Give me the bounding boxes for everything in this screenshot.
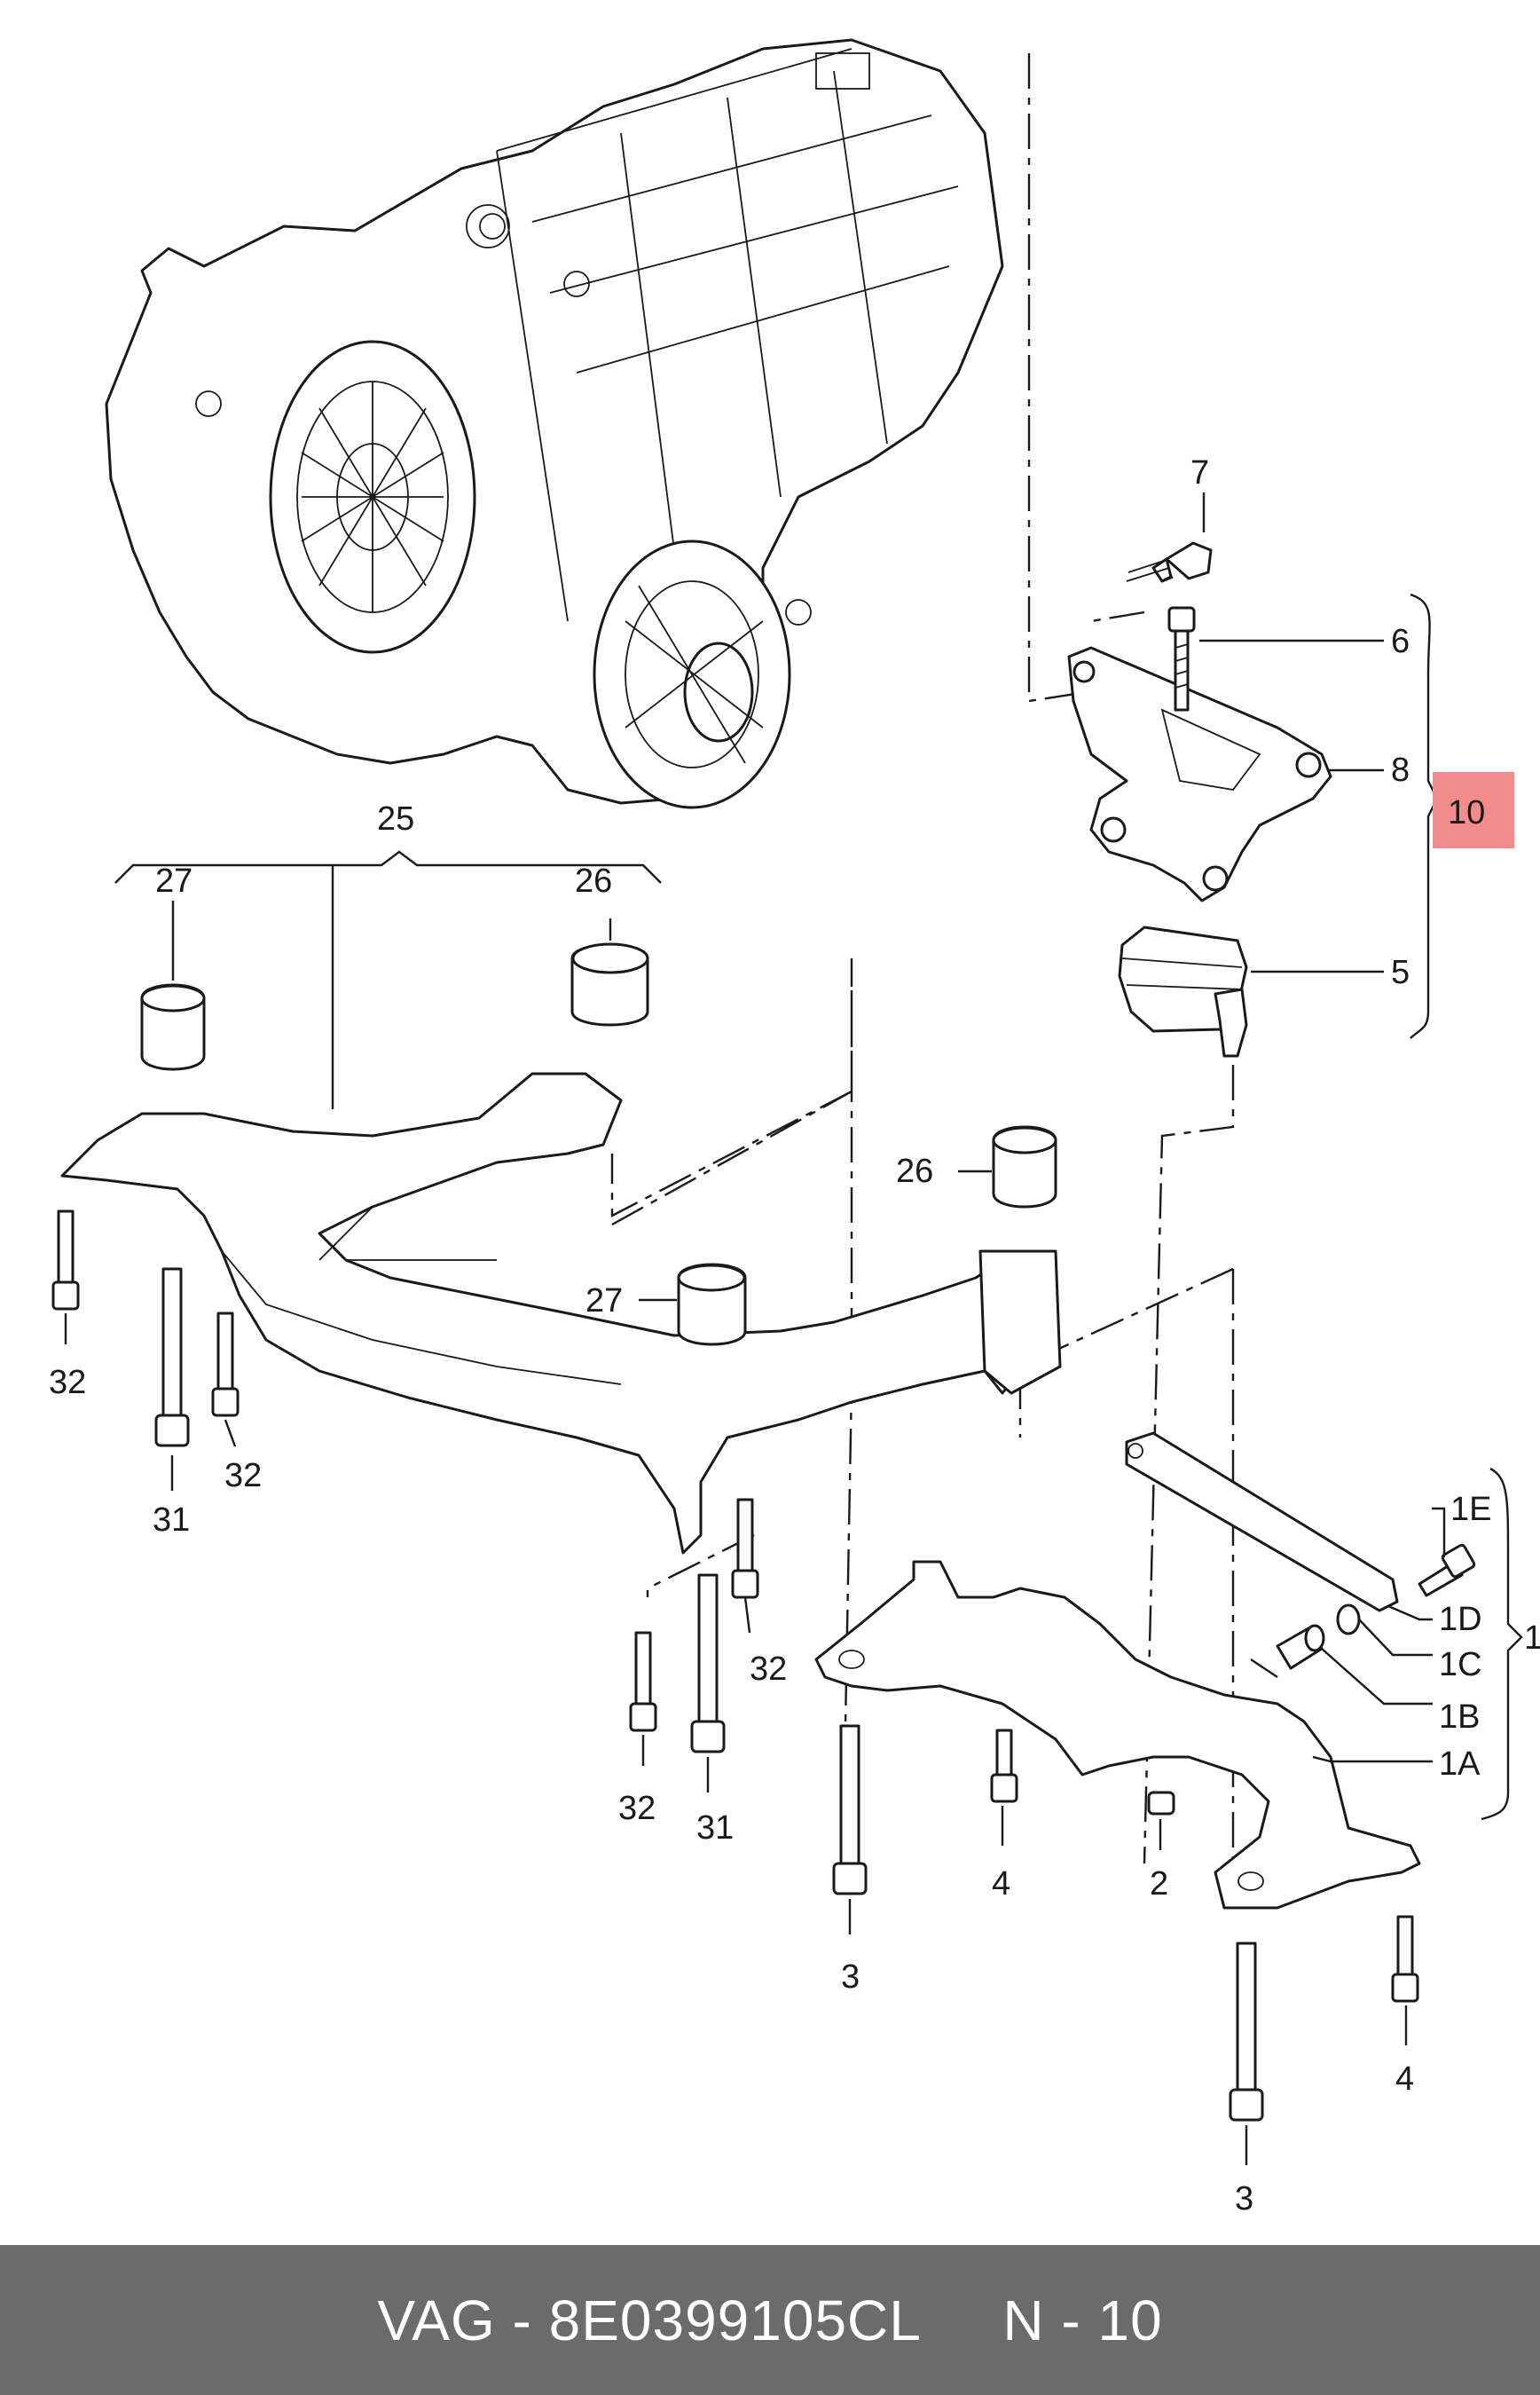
footer-ref: N - 10 bbox=[1002, 2288, 1163, 2352]
bolt-31-left bbox=[154, 1267, 190, 1447]
label-8: 8 bbox=[1391, 752, 1410, 789]
bolt-4-right bbox=[1391, 1915, 1419, 2003]
exploded-parts-diagram: 7 6 8 10 5 25 27 26 26 27 32 32 31 32 32… bbox=[49, 38, 1540, 2218]
label-6: 6 bbox=[1391, 623, 1410, 660]
washer-1C bbox=[1336, 1603, 1361, 1635]
label-26-top: 26 bbox=[575, 863, 612, 900]
label-2: 2 bbox=[1150, 1865, 1168, 1903]
highlight-box bbox=[1433, 772, 1514, 848]
label-32-lower: 32 bbox=[618, 1790, 656, 1827]
label-1E: 1E bbox=[1450, 1491, 1491, 1528]
label-1: 1 bbox=[1524, 1619, 1540, 1657]
label-26-right: 26 bbox=[896, 1153, 933, 1190]
label-3-right: 3 bbox=[1235, 2180, 1253, 2218]
label-32-left: 32 bbox=[49, 1364, 86, 1401]
transmission-mount-bracket bbox=[1067, 646, 1332, 902]
label-25: 25 bbox=[377, 800, 414, 838]
label-5: 5 bbox=[1391, 954, 1410, 991]
bolt-7 bbox=[1126, 541, 1213, 583]
label-3-left: 3 bbox=[841, 1958, 860, 1996]
label-1C: 1C bbox=[1439, 1646, 1482, 1683]
strut-bar-1D bbox=[1125, 1431, 1399, 1612]
footer-text: VAG - 8E0399105CL N - 10 bbox=[377, 2288, 1163, 2352]
bolt-31-lower bbox=[690, 1573, 726, 1753]
bolt-1E bbox=[1418, 1543, 1476, 1597]
label-4-right: 4 bbox=[1395, 2060, 1414, 2098]
part-number-footer: VAG - 8E0399105CL N - 10 bbox=[0, 2245, 1540, 2395]
bushing-26-top bbox=[570, 942, 649, 1027]
footer-brand: VAG bbox=[377, 2288, 496, 2352]
label-32-center: 32 bbox=[750, 1651, 787, 1688]
bolt-32-lower bbox=[629, 1631, 657, 1732]
bolt-32-left bbox=[51, 1209, 80, 1311]
leader-lines bbox=[64, 492, 1523, 2165]
bushing-27-left bbox=[140, 983, 206, 1071]
bushing-27-center bbox=[677, 1263, 747, 1346]
sleeve-1B bbox=[1276, 1624, 1325, 1670]
label-4-left: 4 bbox=[992, 1865, 1010, 1903]
bolt-4-left bbox=[990, 1729, 1018, 1803]
footer-part-number: 8E0399105CL bbox=[548, 2288, 920, 2352]
subframe-25 bbox=[60, 1072, 1062, 1555]
label-31-left: 31 bbox=[153, 1501, 190, 1539]
bolt-6 bbox=[1167, 606, 1196, 712]
label-1B: 1B bbox=[1439, 1698, 1480, 1736]
label-1D: 1D bbox=[1439, 1601, 1482, 1638]
bushing-26-right bbox=[992, 1125, 1057, 1209]
bolt-32-center bbox=[731, 1498, 759, 1599]
bolt-3-left bbox=[832, 1724, 868, 1895]
label-27-center: 27 bbox=[585, 1282, 623, 1320]
transmission-housing bbox=[105, 38, 1004, 809]
label-31-lower: 31 bbox=[696, 1809, 734, 1847]
label-1A: 1A bbox=[1439, 1745, 1481, 1783]
bolt-3-right bbox=[1229, 1942, 1264, 2122]
label-32-mid: 32 bbox=[224, 1457, 262, 1494]
label-10: 10 bbox=[1448, 794, 1485, 831]
nut-2 bbox=[1147, 1791, 1175, 1816]
label-7: 7 bbox=[1190, 454, 1209, 492]
label-27-top: 27 bbox=[155, 863, 192, 900]
engine-mount-5 bbox=[1118, 926, 1248, 1058]
crossmember-1A bbox=[814, 1560, 1421, 1910]
bolt-32-mid bbox=[211, 1312, 240, 1417]
